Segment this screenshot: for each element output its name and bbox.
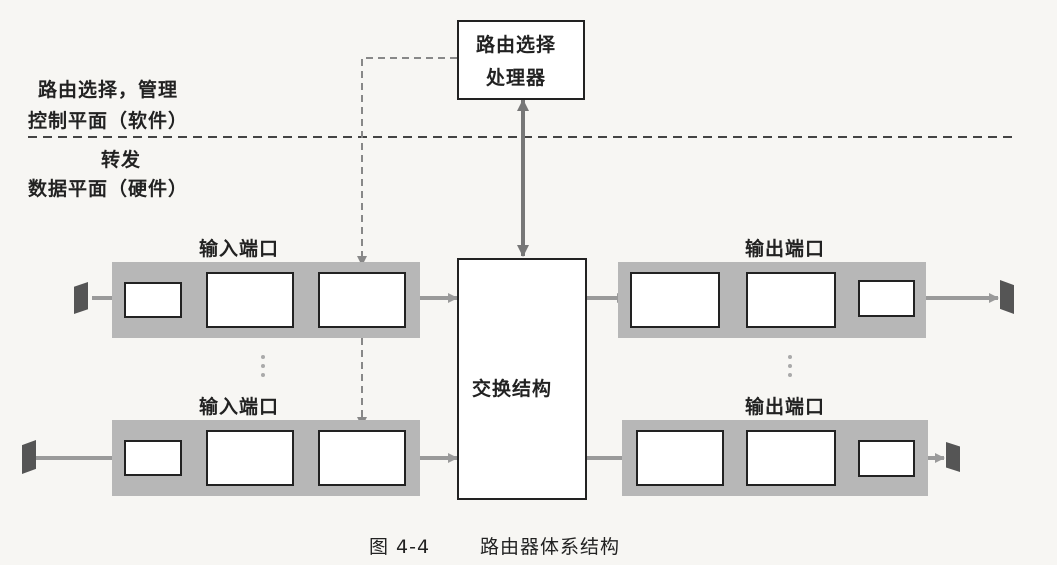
- routing-processor-label-line2: 处理器: [486, 67, 547, 89]
- output-port-label-bottom: 输出端口: [745, 396, 826, 418]
- input-port-label-top: 输入端口: [199, 238, 280, 260]
- output-port-bottom-stage-3: [858, 440, 915, 477]
- switch-fabric-label: 交换结构: [472, 378, 553, 400]
- output-port-bottom-stage-2: [746, 430, 836, 486]
- output-port-label-top: 输出端口: [745, 238, 826, 260]
- input-port-bottom-stage-2: [206, 430, 294, 486]
- input-port-top-stage-2: [206, 272, 294, 328]
- switch-fabric-box: [457, 258, 587, 500]
- output-line-terminal-bottom: [946, 442, 960, 472]
- input-ports-ellipsis: [261, 355, 265, 377]
- data-plane-label-line2: 数据平面（硬件）: [28, 178, 189, 200]
- routing-processor-label-line1: 路由选择: [476, 34, 557, 56]
- input-port-label-bottom: 输入端口: [199, 396, 280, 418]
- control-plane-label-line1: 路由选择，管理: [38, 79, 179, 101]
- output-port-top-stage-2: [746, 272, 836, 328]
- output-port-top-stage-1: [630, 272, 720, 328]
- figure-title: 路由器体系结构: [480, 536, 621, 558]
- input-port-bottom-stage-3: [318, 430, 406, 486]
- input-line-terminal-top: [74, 282, 88, 314]
- routing-table-path: [357, 57, 457, 266]
- input-port-top-stage-3: [318, 272, 406, 328]
- input-port-top-stage-1: [124, 282, 182, 318]
- output-ports-ellipsis: [788, 355, 792, 377]
- control-plane-label-line2: 控制平面（软件）: [28, 110, 189, 132]
- output-line-terminal-top: [1000, 280, 1014, 314]
- output-port-bottom-stage-1: [636, 430, 724, 486]
- input-line-terminal-bottom: [22, 440, 36, 474]
- routing-processor-box: [457, 20, 585, 100]
- output-port-top-stage-3: [858, 280, 915, 317]
- input-port-bottom-stage-1: [124, 440, 182, 476]
- figure-number: 图 4-4: [369, 536, 431, 558]
- data-plane-label-line1: 转发: [101, 149, 142, 171]
